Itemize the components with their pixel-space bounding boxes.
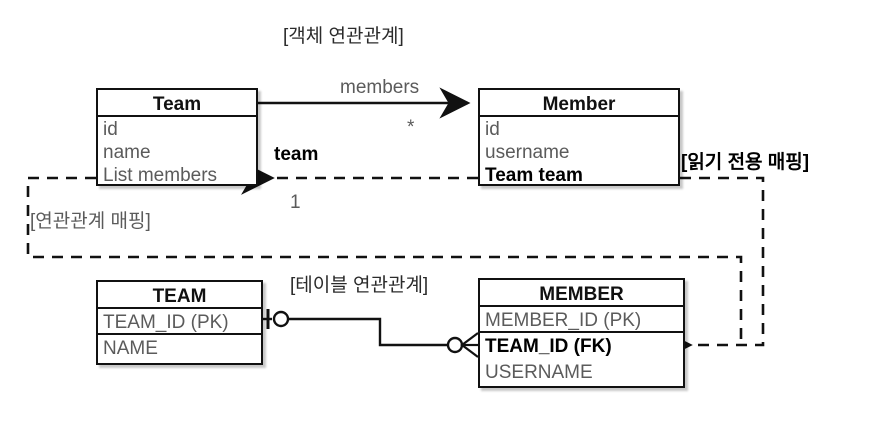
- entity-member-attribute: id: [485, 119, 500, 140]
- bracket-read-only-mapping: [659, 176, 765, 362]
- table-team-column: NAME: [103, 338, 158, 359]
- entity-member-attribute: username: [485, 142, 570, 163]
- entity-member-attributes: id username Team team: [480, 117, 678, 186]
- entity-member-attribute-fk: Team team: [485, 165, 583, 186]
- bracket-association-mapping: [26, 176, 743, 345]
- table-team-column: TEAM_ID (PK): [98, 309, 261, 335]
- table-team-columns: TEAM_ID (PK) NAME: [98, 309, 261, 361]
- table-box-team[interactable]: TEAM TEAM_ID (PK) NAME: [96, 280, 263, 365]
- edge-team-table-to-member-table: [263, 309, 479, 358]
- entity-team-attribute: name: [103, 142, 151, 163]
- entity-box-member[interactable]: Member id username Team team: [478, 88, 680, 186]
- multiplicity-many: *: [407, 117, 415, 138]
- table-member-title: MEMBER: [480, 280, 683, 307]
- entity-team-attribute: List members: [103, 165, 218, 186]
- section-title-table-association: [테이블 연관관계]: [290, 275, 429, 296]
- entity-member-title: Member: [480, 90, 678, 117]
- table-team-title: TEAM: [98, 282, 261, 309]
- table-member-columns: MEMBER_ID (PK) TEAM_ID (FK) USERNAME: [480, 307, 683, 385]
- annotation-association-mapping: [연관관계 매핑]: [30, 211, 151, 232]
- multiplicity-one: 1: [290, 192, 301, 213]
- table-member-column-fk: TEAM_ID (FK): [485, 336, 612, 357]
- entity-team-attributes: id name List members: [98, 117, 256, 186]
- annotation-read-only-mapping: [읽기 전용 매핑]: [681, 152, 810, 173]
- table-member-column: MEMBER_ID (PK): [480, 307, 683, 333]
- entity-team-attribute: id: [103, 119, 118, 140]
- entity-box-team[interactable]: Team id name List members: [96, 88, 258, 186]
- entity-team-title: Team: [98, 90, 256, 117]
- section-title-object-association: [객체 연관관계]: [283, 26, 404, 47]
- table-member-column: USERNAME: [485, 362, 593, 383]
- edge-label-team: team: [274, 144, 319, 165]
- edge-label-members: members: [340, 77, 420, 98]
- table-box-member[interactable]: MEMBER MEMBER_ID (PK) TEAM_ID (FK) USERN…: [478, 278, 685, 388]
